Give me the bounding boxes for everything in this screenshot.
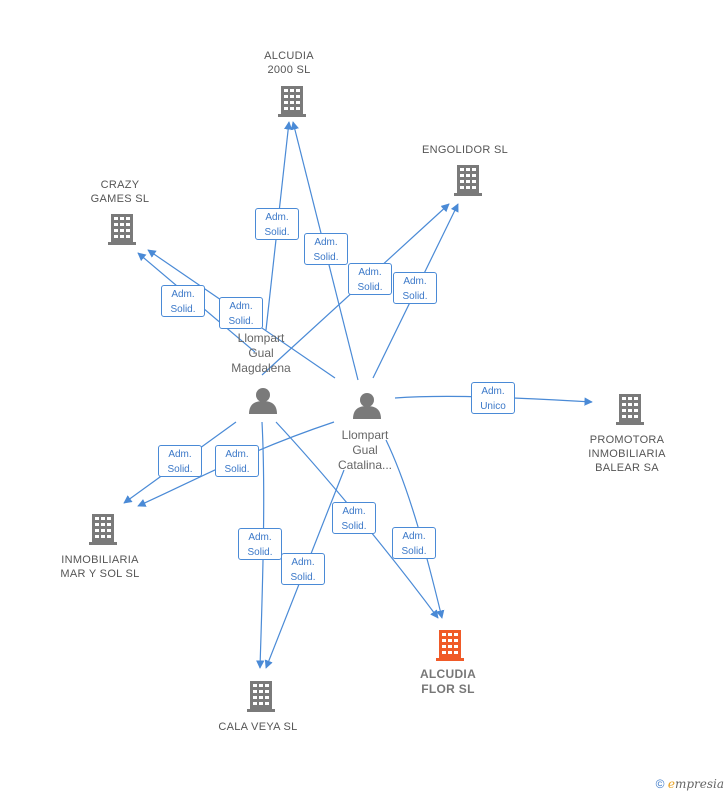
building-icon-calaveya[interactable] xyxy=(247,681,275,712)
company-label-crazygames[interactable]: CRAZY GAMES SL xyxy=(90,179,150,205)
building-icon-alcudia2000[interactable] xyxy=(278,86,306,117)
building-icon-alcudiaflor[interactable] xyxy=(436,630,464,661)
company-label-alcudiaflor[interactable]: ALCUDIA FLOR SL xyxy=(419,667,477,696)
person-label-magdalena[interactable]: Llompart Gual Magdalena xyxy=(231,331,291,375)
relation-badge: Adm.Solid. xyxy=(238,528,282,560)
copyright-notice: © empresia xyxy=(656,777,724,791)
company-label-promotora[interactable]: PROMOTORA INMOBILIARIA BALEAR SA xyxy=(588,434,666,474)
building-icon-engolidor[interactable] xyxy=(454,165,482,196)
edge-catalina-alcudiaflor xyxy=(385,439,445,619)
relation-badge: Adm.Solid. xyxy=(215,445,259,477)
relation-badge: Adm.Solid. xyxy=(348,263,392,295)
person-label-catalina[interactable]: Llompart Gual Catalina... xyxy=(337,428,393,472)
building-icon-marysol[interactable] xyxy=(89,514,117,545)
building-icon-crazygames[interactable] xyxy=(108,214,136,245)
relation-badge: Adm.Solid. xyxy=(255,208,299,240)
company-label-engolidor[interactable]: ENGOLIDOR SL xyxy=(421,144,509,156)
relation-badge: Adm.Unico xyxy=(471,382,515,414)
person-icon-catalina[interactable] xyxy=(353,393,381,419)
brand-logo[interactable]: empresia xyxy=(667,777,724,791)
relation-badge: Adm.Solid. xyxy=(304,233,348,265)
relation-badge: Adm.Solid. xyxy=(161,285,205,317)
relation-badge: Adm.Solid. xyxy=(393,272,437,304)
person-icon-magdalena[interactable] xyxy=(249,388,277,414)
relation-badge: Adm.Solid. xyxy=(219,297,263,329)
company-label-marysol[interactable]: INMOBILIARIA MAR Y SOL SL xyxy=(60,554,140,580)
company-label-alcudia2000[interactable]: ALCUDIA 2000 SL xyxy=(264,50,314,76)
relation-badge: Adm.Solid. xyxy=(281,553,325,585)
relation-badge: Adm.Solid. xyxy=(158,445,202,477)
relation-badge: Adm.Solid. xyxy=(332,502,376,534)
relation-badge: Adm.Solid. xyxy=(392,527,436,559)
company-label-calaveya[interactable]: CALA VEYA SL xyxy=(218,721,298,733)
building-icon-promotora[interactable] xyxy=(616,394,644,425)
copyright-symbol: © xyxy=(655,777,665,791)
